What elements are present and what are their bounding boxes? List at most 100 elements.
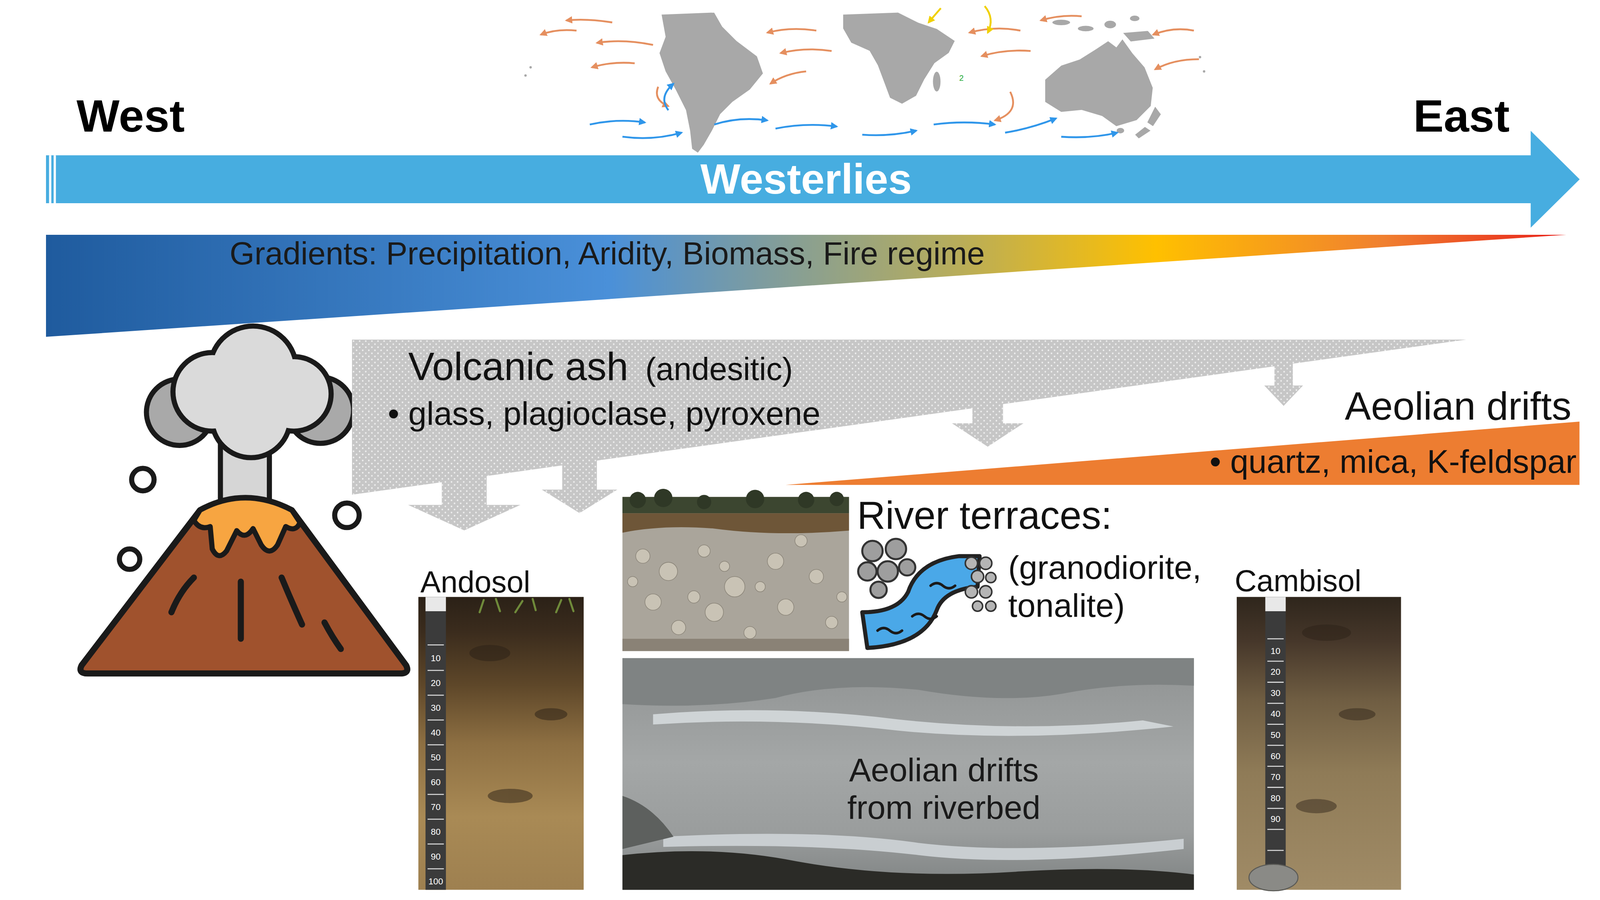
terrace-photo xyxy=(635,548,650,564)
andosol-photo xyxy=(469,644,568,803)
terrace-photo xyxy=(622,496,849,651)
ruler-number: 60 xyxy=(430,777,441,788)
ruler-number: 30 xyxy=(1270,688,1281,698)
terrace-photo xyxy=(719,561,730,572)
terrace-photo xyxy=(809,569,824,584)
river-icon xyxy=(862,540,883,562)
gradient-wedge: Gradients: Precipitation, Aridity, Bioma… xyxy=(46,234,1567,337)
andosol-photo xyxy=(427,769,444,771)
terrace-photo xyxy=(627,534,847,639)
aeolian-wedge-shape xyxy=(785,421,1580,485)
ruler-number: 80 xyxy=(1270,793,1281,804)
direction-label: East xyxy=(1413,89,1510,142)
continent xyxy=(1077,25,1094,32)
terrace-photo xyxy=(777,598,794,616)
terrace-photo xyxy=(622,488,849,652)
ruler-number: 100 xyxy=(428,876,444,887)
trade-wind-arrow xyxy=(1040,16,1082,21)
river-icon xyxy=(877,628,902,634)
ruler-number: 90 xyxy=(430,851,441,862)
andosol-photo xyxy=(534,708,568,721)
cambisol-photo xyxy=(1267,638,1284,851)
river-icon xyxy=(971,570,984,583)
terrace-photo xyxy=(627,576,638,587)
aeolian-photo xyxy=(622,851,1194,890)
aeolian-photo xyxy=(622,658,1194,706)
cambisol-photo xyxy=(1302,624,1351,641)
terrace-photo xyxy=(622,513,849,534)
andosol-photo xyxy=(427,644,444,869)
volcano-icon xyxy=(214,381,288,456)
trade-wind-arrow xyxy=(969,28,1021,33)
trade-wind-arrow xyxy=(1153,29,1194,35)
cambisol-photo xyxy=(1248,864,1298,891)
continent xyxy=(842,12,956,105)
volcano-icon xyxy=(119,548,140,570)
volcano-icon xyxy=(175,328,329,455)
river-icon xyxy=(870,581,887,598)
continent xyxy=(1129,15,1140,22)
river-icon xyxy=(858,538,996,648)
andosol-photo xyxy=(556,600,562,613)
andosol-photo xyxy=(427,794,444,796)
cambisol-photo xyxy=(1338,708,1376,721)
continent xyxy=(1134,126,1152,139)
volcano-icon xyxy=(237,581,244,639)
node-heading: Cambisol xyxy=(1234,563,1362,598)
andosol-photo xyxy=(427,670,444,672)
cambisol-photo xyxy=(1267,681,1284,683)
cambisol-photo xyxy=(1265,596,1286,612)
andosol-photo xyxy=(569,598,574,612)
westerly-wind-arrow xyxy=(1061,132,1118,138)
ruler-number: 80 xyxy=(430,826,441,837)
aeolian-photo xyxy=(622,796,674,850)
terrace-photo xyxy=(622,638,849,652)
river-icon xyxy=(965,557,978,570)
continent xyxy=(1146,106,1162,127)
andosol-photo xyxy=(425,596,446,612)
aeolian-wedge: Aeolian drifts• quartz, mica, K-feldspar xyxy=(785,421,1580,485)
aeolian-photo xyxy=(622,658,1194,890)
river-icon xyxy=(979,585,992,598)
monsoon-arrow xyxy=(928,8,941,23)
westerly-wind-arrow xyxy=(862,130,917,136)
cambisol-photo xyxy=(1267,702,1284,704)
terrace-photo xyxy=(798,492,815,509)
cambisol-photo xyxy=(1267,638,1284,640)
trade-wind-arrow xyxy=(592,62,635,68)
river-icon xyxy=(898,559,916,576)
river-icon xyxy=(877,561,898,582)
arrow-shape xyxy=(46,130,1580,228)
trade-wind-arrow xyxy=(1155,59,1200,70)
terrace-photo xyxy=(644,594,662,611)
ruler-number: 90 xyxy=(1270,814,1281,824)
node-heading: Westerlies xyxy=(700,154,912,204)
continent xyxy=(524,74,528,78)
terrace-photo xyxy=(629,492,646,509)
ruler-number: 10 xyxy=(430,653,441,664)
cambisol-photo xyxy=(1265,596,1286,890)
westerly-wind-arrow xyxy=(714,119,768,125)
river-icon xyxy=(979,557,992,570)
andosol-photo xyxy=(469,644,510,662)
cambisol-photo xyxy=(1267,786,1284,788)
ruler-number: 60 xyxy=(1270,751,1281,762)
andosol-photo xyxy=(427,644,444,646)
river-icon xyxy=(930,583,956,589)
node-heading: Aeolian drifts xyxy=(1344,383,1572,429)
trade-wind-arrow xyxy=(780,49,832,53)
westerly-wind-arrow xyxy=(775,124,837,129)
terrace-photo xyxy=(629,488,844,510)
cambisol-photo xyxy=(1236,596,1402,890)
ruler-number: 40 xyxy=(430,727,441,738)
trade-wind-arrow xyxy=(981,50,1031,56)
volcano-icon xyxy=(119,468,359,570)
arrow-stripe xyxy=(53,155,56,204)
volcano-icon xyxy=(131,468,154,491)
volcano-icon xyxy=(214,381,288,456)
terrace-photo xyxy=(698,544,711,558)
terrace-photo xyxy=(755,581,766,592)
landscape-photo: Aeolian drifts from riverbed xyxy=(622,658,1194,890)
andosol-photo xyxy=(496,598,500,612)
